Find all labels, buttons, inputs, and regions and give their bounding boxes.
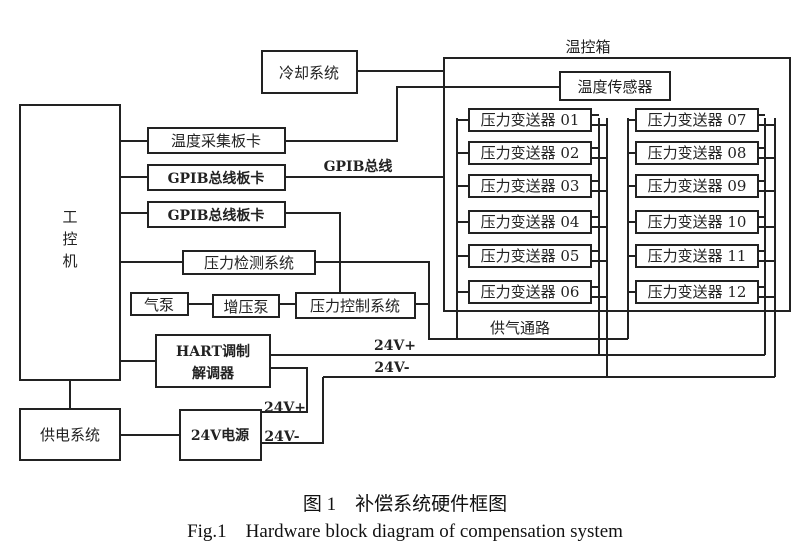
transmitter-wire <box>457 147 607 159</box>
transmitter-wire <box>628 147 775 159</box>
pressure-transmitter-box <box>468 141 592 165</box>
gpib-board-2-box <box>147 201 286 228</box>
gpib-board-2-label: GPIB总线板卡 <box>168 207 265 224</box>
caption-cn: 图 1 补偿系统硬件框图 <box>303 493 507 515</box>
hart-label-1: HART调制 <box>176 343 250 360</box>
v-minus-label: 24V- <box>374 360 409 376</box>
air-pump-box <box>130 292 189 316</box>
transmitter-wire <box>457 216 607 228</box>
gpib-board-1-box <box>147 164 286 191</box>
pressure-transmitter-label: 压力变送器 11 <box>648 247 747 265</box>
transmitter-wire <box>628 250 775 262</box>
hart-label-2: 解调器 <box>192 365 235 382</box>
cooling-system-box <box>261 50 358 94</box>
pressure-detect-box <box>182 250 316 275</box>
pressure-transmitter-label: 压力变送器 06 <box>481 283 580 301</box>
pressure-transmitter-box <box>468 108 592 132</box>
pressure-control-box <box>295 292 416 319</box>
transmitter-wire <box>628 114 775 126</box>
temp-sensor-label: 温度传感器 <box>577 78 652 96</box>
v-plus-label: 24V+ <box>374 338 416 354</box>
cooling-system-label: 冷却系统 <box>279 64 339 82</box>
transmitter-wire <box>457 180 607 192</box>
pressure-transmitter-label: 压力变送器 09 <box>648 177 747 195</box>
transmitter-wire <box>628 216 775 228</box>
pressure-transmitter-label: 压力变送器 04 <box>481 213 580 231</box>
pressure-transmitter-label: 压力变送器 07 <box>648 111 747 129</box>
temp-sensor-box <box>559 71 671 101</box>
booster-pump-label: 增压泵 <box>223 298 268 316</box>
pressure-transmitter-label: 压力变送器 02 <box>481 144 580 162</box>
pressure-transmitter-label: 压力变送器 05 <box>481 247 580 265</box>
power-supply-system-box <box>19 408 121 461</box>
gpib-bus-label: GPIB总线 <box>324 158 393 175</box>
ipc-label-3: 机 <box>62 252 77 270</box>
ipc-label-2: 控 <box>62 230 77 248</box>
pressure-transmitter-box <box>468 280 592 304</box>
gpib-board-1-label: GPIB总线板卡 <box>168 170 265 187</box>
pressure-transmitter-box <box>635 141 759 165</box>
pressure-transmitter-box <box>468 174 592 198</box>
caption-en: Fig.1 Hardware block diagram of compensa… <box>187 521 623 542</box>
pressure-transmitter-label: 压力变送器 01 <box>481 111 580 129</box>
pressure-detect-label: 压力检测系统 <box>204 254 294 272</box>
booster-pump-box <box>212 294 280 318</box>
power-24v-label: 24V电源 <box>191 427 249 444</box>
air-path-label: 供气通路 <box>490 319 550 337</box>
v-plus-2-label: 24V+ <box>264 400 306 416</box>
transmitter-wire <box>457 250 607 262</box>
transmitter-wire <box>628 180 775 192</box>
hart-modem-box <box>155 334 271 388</box>
chamber-label: 温控箱 <box>565 38 610 56</box>
pressure-transmitter-label: 压力变送器 03 <box>481 177 580 195</box>
pressure-transmitter-box <box>635 280 759 304</box>
connections <box>69 70 776 444</box>
industrial-pc-box <box>19 104 121 381</box>
transmitters: 压力变送器 01 压力变送器 02 压力变送器 03 压力变送器 04 压力变送器 05… <box>457 108 775 304</box>
temp-board-box <box>147 127 286 154</box>
pressure-transmitter-box <box>635 108 759 132</box>
pressure-transmitter-box <box>635 244 759 268</box>
ipc-label-1: 工 <box>62 208 77 226</box>
v-minus-2-label: 24V- <box>264 429 299 445</box>
pressure-control-label: 压力控制系统 <box>310 297 400 315</box>
temp-board-label: 温度采集板卡 <box>171 132 261 150</box>
transmitter-wire <box>628 286 775 298</box>
pressure-transmitter-box <box>635 210 759 234</box>
pressure-transmitter-label: 压力变送器 08 <box>648 144 747 162</box>
power-24v-box <box>179 409 262 461</box>
temperature-chamber <box>443 57 791 312</box>
pressure-transmitter-label: 压力变送器 10 <box>648 213 747 231</box>
pressure-transmitter-box <box>635 174 759 198</box>
air-pump-label: 气泵 <box>144 296 174 314</box>
transmitter-wire <box>457 286 607 298</box>
pressure-transmitter-box <box>468 244 592 268</box>
pressure-transmitter-box <box>468 210 592 234</box>
power-supply-system-label: 供电系统 <box>40 426 100 444</box>
transmitter-wire <box>457 114 607 126</box>
pressure-transmitter-label: 压力变送器 12 <box>648 283 747 301</box>
